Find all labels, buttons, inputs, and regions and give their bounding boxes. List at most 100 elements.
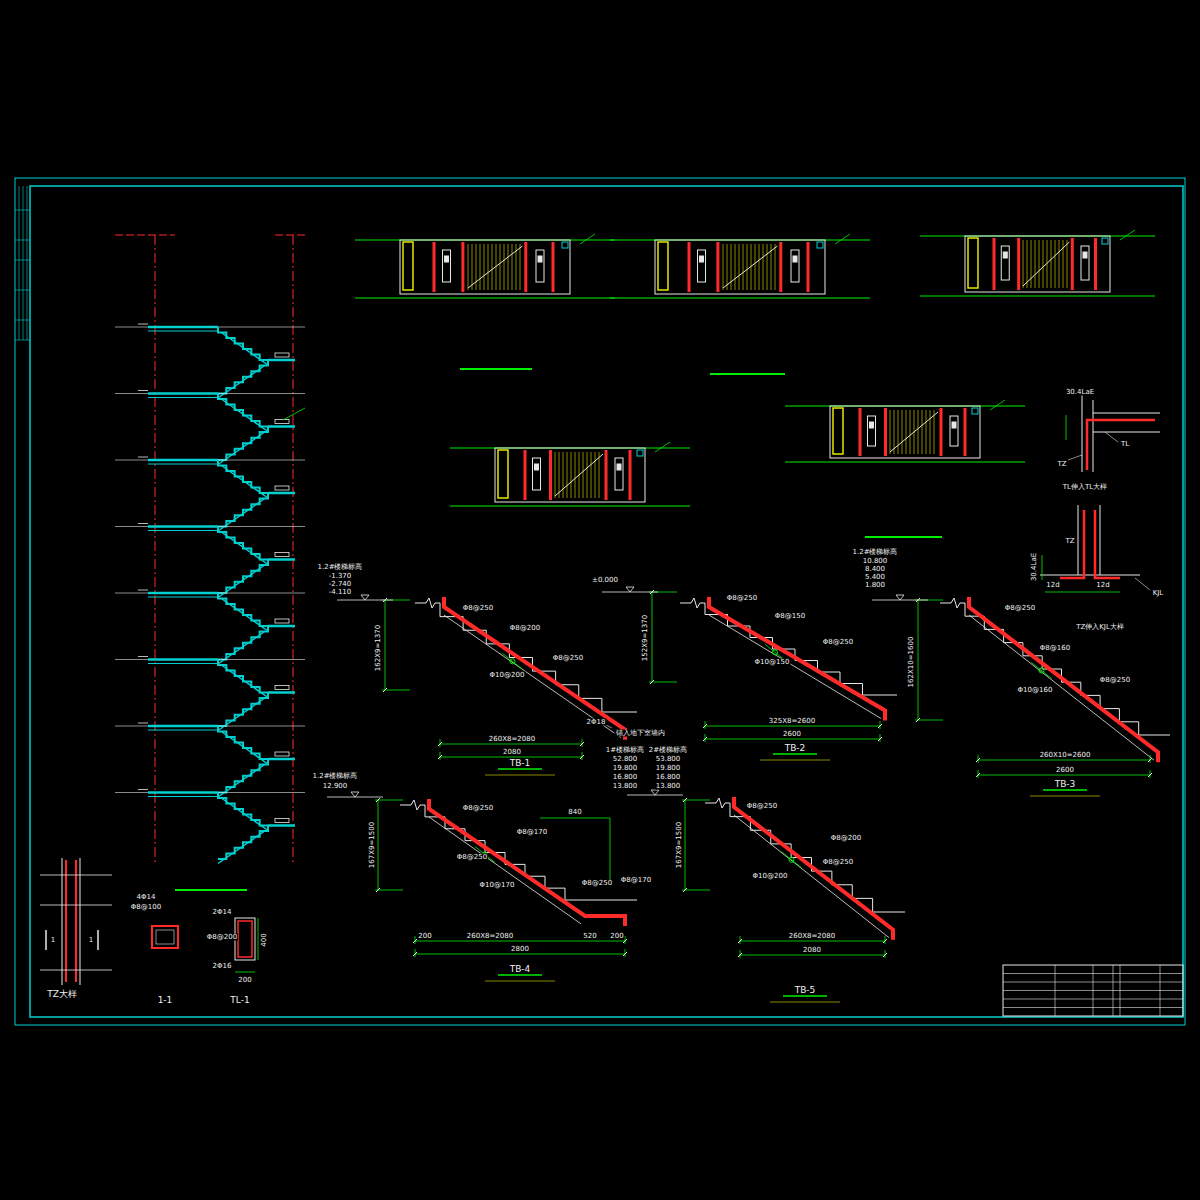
- column-edge: [1093, 400, 1094, 472]
- landing-slab: [148, 796, 218, 797]
- mid-landing: [268, 625, 295, 628]
- extension-line: [375, 890, 403, 891]
- floor-line: [40, 970, 112, 971]
- note-line: [1030, 796, 1100, 797]
- hatch: [890, 410, 891, 454]
- slab-soffit: [429, 817, 581, 924]
- level-text: 8.400: [864, 566, 886, 573]
- strip-line: [15, 290, 30, 291]
- rebar-line: [503, 653, 523, 669]
- leader-line: [580, 234, 595, 244]
- strip-line: [15, 240, 30, 241]
- hatch: [1031, 240, 1032, 288]
- dimension-text: 400: [261, 932, 268, 947]
- room: [950, 416, 958, 446]
- level-text: 2Φ18: [586, 719, 607, 726]
- leader-line: [1135, 578, 1150, 590]
- dimension-tick: [650, 680, 654, 684]
- axis-line: [275, 235, 308, 236]
- dimension-text: 152X9=1370: [642, 614, 649, 662]
- leader-line: [1105, 432, 1118, 442]
- dimension-line: [705, 739, 880, 740]
- dimension-line: [258, 918, 259, 960]
- floor-line: [115, 393, 305, 394]
- level-text: 1.2#楼梯标高: [312, 773, 359, 780]
- note-line: [760, 760, 830, 761]
- dimension-tick: [383, 688, 387, 692]
- hatch: [1039, 240, 1040, 288]
- dimension-text: 167X9=1500: [369, 821, 376, 869]
- leader-line: [283, 408, 305, 420]
- stair-arrow: [723, 246, 777, 288]
- stair-flight: [218, 394, 268, 427]
- wall: [498, 450, 508, 498]
- axis-line: [920, 296, 1155, 297]
- axis-line: [785, 462, 1025, 463]
- landing-slab: [148, 397, 218, 398]
- detail-tl: [1066, 395, 1160, 472]
- stair-flight: [218, 793, 268, 826]
- dimension-tick: [883, 953, 887, 957]
- level-symbol: [626, 587, 634, 592]
- member-tag: [275, 819, 289, 823]
- hatch: [926, 410, 927, 454]
- hatch: [934, 410, 935, 454]
- member-title: TB-1: [509, 759, 532, 768]
- hatch: [488, 244, 489, 290]
- hatch: [587, 452, 588, 498]
- hatch: [595, 452, 596, 498]
- slab-rebar: [429, 799, 625, 926]
- level-text: Φ8@200: [206, 934, 238, 941]
- level-text: 2Φ16: [212, 963, 233, 970]
- level-text: Φ8@250: [581, 880, 613, 887]
- dimension-line: [978, 775, 1150, 776]
- table-line: [1003, 999, 1183, 1000]
- stair-flight: [218, 493, 268, 527]
- level-text: Φ10@150: [754, 659, 791, 666]
- stair-board: [602, 587, 897, 742]
- title-underline: [1043, 789, 1087, 791]
- level-text: 200: [237, 977, 252, 984]
- table-line: [1003, 1007, 1183, 1008]
- hatch: [763, 244, 764, 290]
- room: [700, 256, 704, 262]
- hatch: [484, 244, 485, 290]
- stair-soffit: [222, 666, 268, 698]
- landing-line: [585, 900, 637, 901]
- member-tag: [275, 686, 289, 690]
- dimension-tick: [878, 724, 882, 728]
- extension-line: [382, 690, 410, 691]
- stair-arrow: [890, 412, 938, 452]
- strip-line: [19, 186, 20, 340]
- stair-board: [627, 790, 905, 958]
- dimension-line: [1045, 592, 1120, 593]
- slab-rebar: [444, 597, 625, 740]
- level-text: Φ8@170: [620, 877, 652, 884]
- landing-break: [415, 598, 440, 608]
- axis-line: [355, 298, 615, 299]
- level-symbol: [351, 792, 359, 797]
- level-text: 4Φ14: [136, 894, 157, 901]
- level-text: Φ8@250: [552, 655, 584, 662]
- beam-edge: [1093, 432, 1160, 433]
- hatch: [1043, 240, 1044, 288]
- dimension-tick: [413, 952, 417, 956]
- member-tag: [275, 420, 289, 424]
- stair-flight: [218, 826, 268, 860]
- wall: [403, 242, 413, 290]
- mid-landing: [268, 492, 295, 495]
- landing-slab: [148, 459, 218, 462]
- dimension-line: [740, 941, 885, 942]
- stair-flight: [218, 527, 268, 560]
- strip-line: [27, 186, 28, 340]
- hatch: [559, 452, 560, 498]
- level-text: Φ8@250: [822, 859, 854, 866]
- wall-red: [859, 408, 862, 456]
- level-tick: [138, 723, 148, 724]
- rebar: [1087, 420, 1155, 470]
- level-text: -2.740: [328, 581, 353, 588]
- member-title: TL-1: [229, 996, 250, 1005]
- hatch: [767, 244, 768, 290]
- column-section: [152, 926, 178, 948]
- strip-line: [15, 260, 30, 261]
